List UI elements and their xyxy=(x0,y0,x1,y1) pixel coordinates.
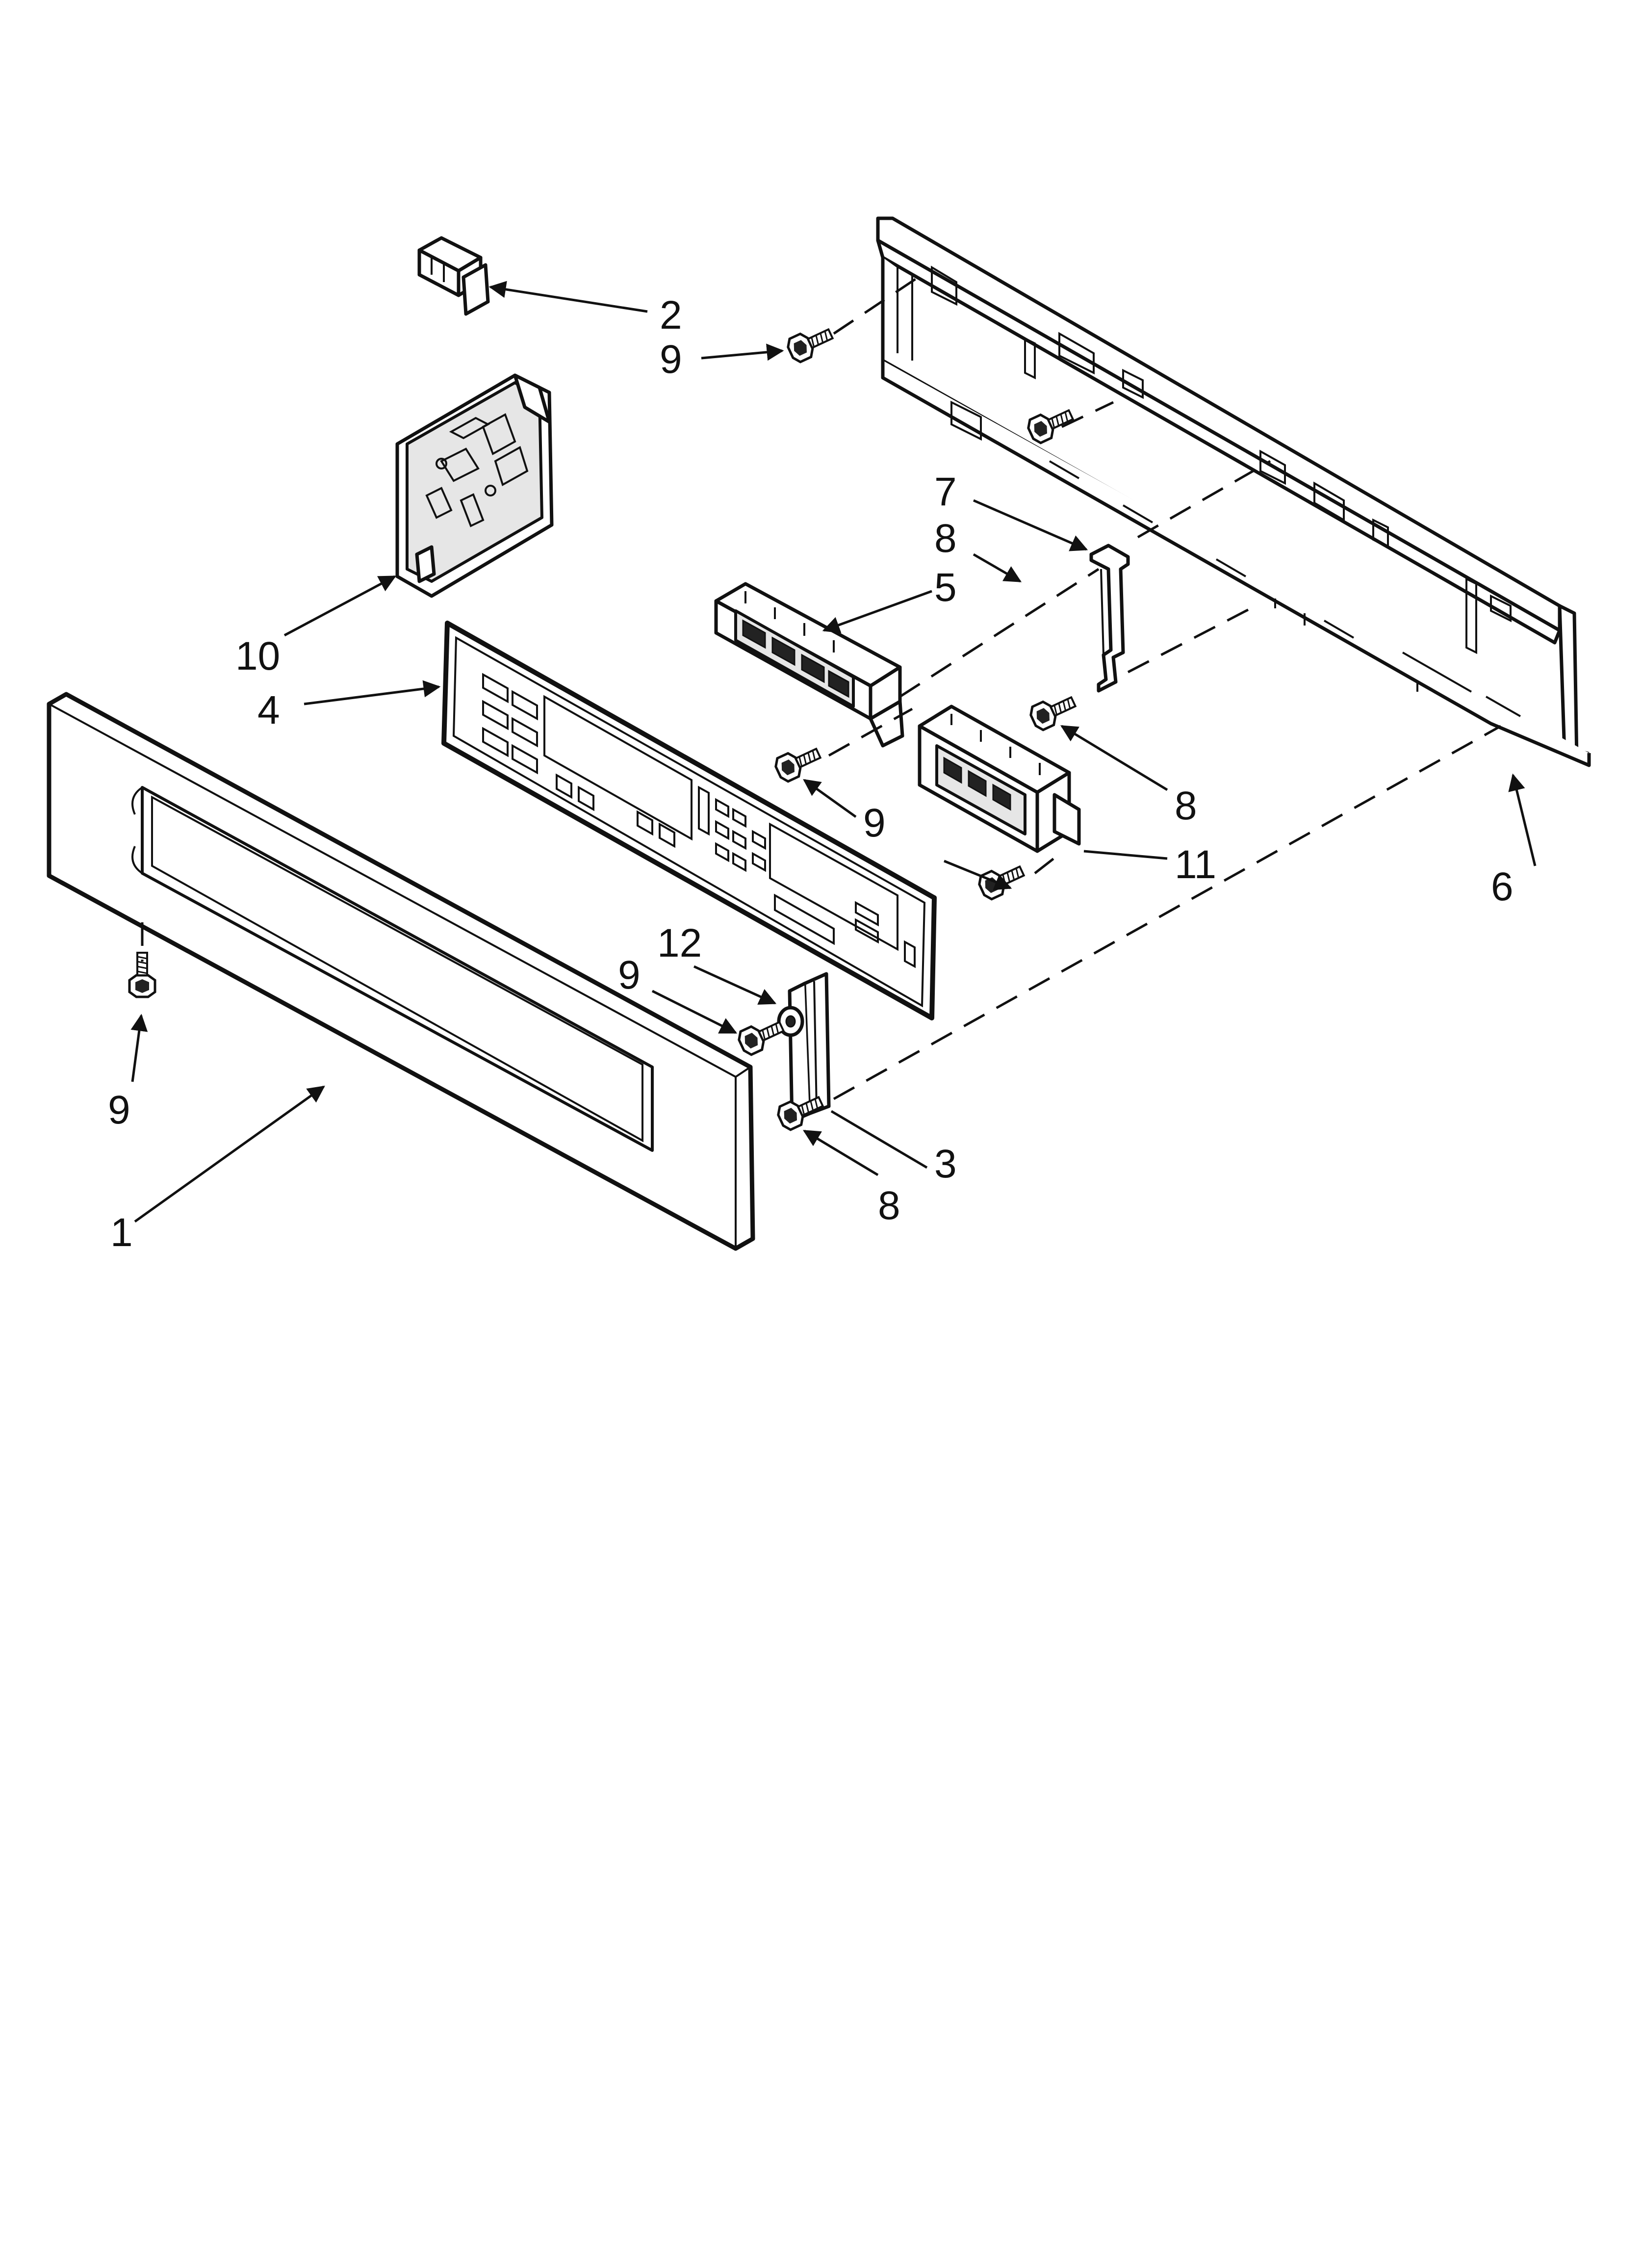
callout-12: 12 xyxy=(657,921,702,965)
control-module-part-5 xyxy=(714,582,904,748)
screw-part-8-right xyxy=(1028,690,1079,732)
callout-9: 9 xyxy=(618,953,641,997)
screw-part-9-bracket xyxy=(736,1015,787,1057)
callout-5: 5 xyxy=(934,565,957,610)
control-board-part-10 xyxy=(395,373,554,598)
callout-3: 3 xyxy=(934,1142,957,1186)
control-module-part-11 xyxy=(918,704,1081,853)
callout-6: 6 xyxy=(1491,864,1514,909)
spacer-part-12 xyxy=(777,1006,804,1037)
front-trim-part-1 xyxy=(47,692,755,1251)
alignment-lines xyxy=(141,273,1502,1100)
callout-1: 1 xyxy=(110,1210,133,1255)
screw-part-9-lower xyxy=(976,860,1027,901)
callout-labels: 2 9 7 8 5 10 4 8 9 11 6 12 9 9 3 8 1 xyxy=(108,293,1514,1255)
callout-10: 10 xyxy=(235,634,280,678)
callout-7: 7 xyxy=(934,469,957,514)
callout-9: 9 xyxy=(863,801,886,845)
rear-frame-part-6 xyxy=(876,216,1591,767)
callout-4: 4 xyxy=(257,688,280,732)
side-bracket-part-3 xyxy=(788,972,831,1123)
callout-2: 2 xyxy=(660,293,682,338)
leader-lines xyxy=(130,281,1537,1223)
callout-11: 11 xyxy=(1175,842,1216,887)
overlay-panel-part-4 xyxy=(441,621,937,1020)
bracket-part-7 xyxy=(1089,544,1130,693)
screw-part-9-middle xyxy=(773,742,824,783)
callout-9: 9 xyxy=(660,337,682,382)
screw-part-9-top xyxy=(785,322,836,364)
callout-8: 8 xyxy=(878,1183,900,1228)
callout-9: 9 xyxy=(108,1088,130,1132)
sensor-part-2 xyxy=(417,236,490,316)
callout-8: 8 xyxy=(934,516,957,561)
callout-8: 8 xyxy=(1175,783,1197,828)
screw-part-9-left xyxy=(129,953,155,997)
